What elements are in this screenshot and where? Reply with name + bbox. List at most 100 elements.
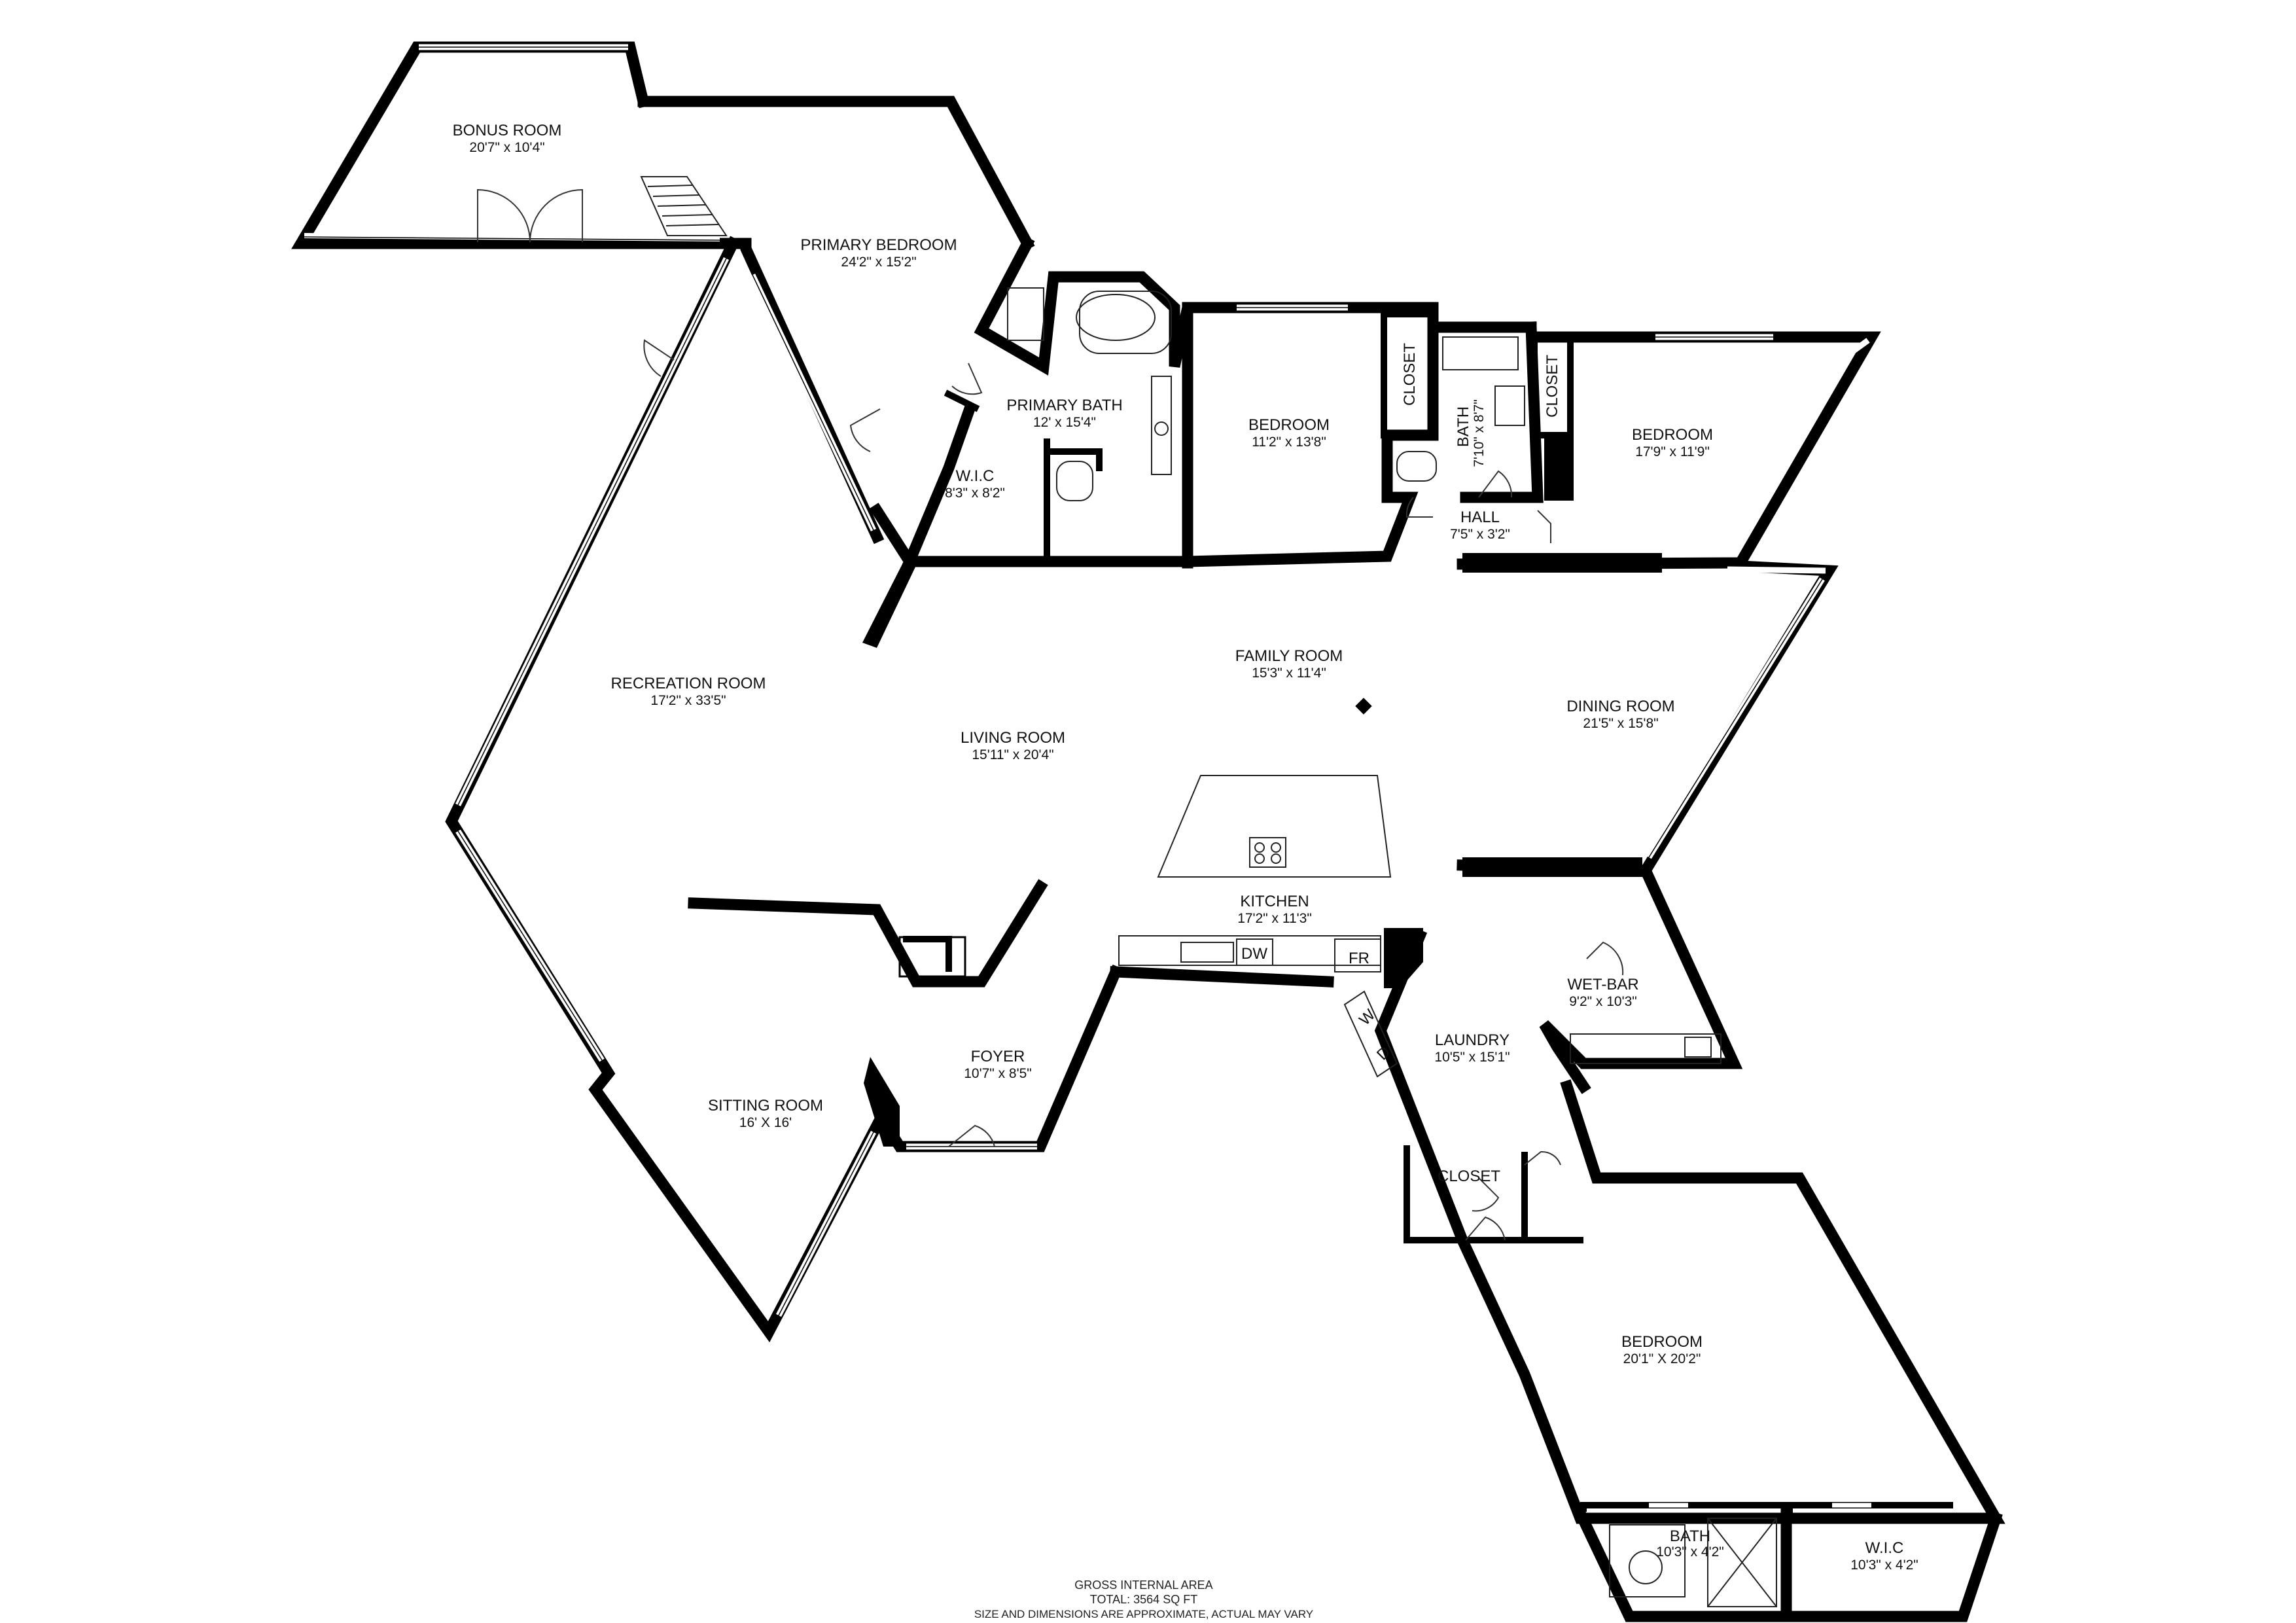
room-name: W.I.C xyxy=(1865,1539,1904,1557)
walls xyxy=(291,41,2005,1622)
burner xyxy=(1254,842,1265,853)
room-name: BATH xyxy=(1670,1527,1710,1545)
room-name: FAMILY ROOM xyxy=(1235,647,1343,665)
room-label-bonus-room: BONUS ROOM 20'7" x 10'4" xyxy=(453,122,562,155)
room-dims: 17'9" x 11'9" xyxy=(1635,444,1710,459)
room-name: BEDROOM xyxy=(1621,1333,1703,1351)
sink-lower xyxy=(1629,1550,1663,1584)
dishwasher-label: DW xyxy=(1241,945,1267,963)
room-name: LIVING ROOM xyxy=(961,729,1065,747)
window-bonus-bottom-line xyxy=(304,236,720,241)
room-name: PRIMARY BEDROOM xyxy=(800,236,957,254)
room-dims: 9'2" x 10'3" xyxy=(1569,994,1637,1009)
wall-bath-lower-top xyxy=(1580,1502,1953,1512)
bathtub xyxy=(1076,294,1156,341)
window-recreation-lower-line xyxy=(457,830,603,1061)
footer-gross-area: GROSS INTERNAL AREA xyxy=(1074,1578,1212,1592)
room-dims: 8'3" x 8'2" xyxy=(945,486,1005,501)
room-label-living-room: LIVING ROOM 15'11" x 20'4" xyxy=(961,729,1065,762)
window-primary-bed-line xyxy=(752,274,874,531)
doors xyxy=(477,188,1624,1241)
fixtures xyxy=(640,176,1777,1607)
room-dims: 17'2" x 11'3" xyxy=(1237,911,1312,926)
room-name: SITTING ROOM xyxy=(708,1097,823,1115)
closet-label-laundry: CLOSET xyxy=(1438,1168,1500,1185)
room-label-primary-bedroom: PRIMARY BEDROOM 24'2" x 15'2" xyxy=(800,236,957,270)
stair-tread xyxy=(665,224,719,226)
fixture-labels: CLOSET CLOSET CLOSET DW FR W D xyxy=(1241,343,1561,1185)
burner xyxy=(1271,853,1281,864)
cooktop xyxy=(1249,837,1286,868)
stair-tread xyxy=(662,214,713,217)
door-bonus-right xyxy=(529,188,583,243)
room-name: BEDROOM xyxy=(1248,416,1330,434)
wall-primary-bath xyxy=(974,236,1193,569)
footer-disclaimer: SIZE AND DIMENSIONS ARE APPROXIMATE, ACT… xyxy=(974,1608,1313,1620)
wall-hall-bath xyxy=(1427,321,1537,441)
wet-bar-counter xyxy=(1570,1033,1722,1064)
wall-living-pier xyxy=(862,563,917,648)
burner xyxy=(1254,853,1265,864)
vanity-lower xyxy=(1609,1524,1686,1597)
room-label-foyer: FOYER 10'7" x 8'5" xyxy=(964,1048,1032,1081)
fridge xyxy=(1334,938,1381,972)
windows xyxy=(304,44,1871,1508)
room-label-kitchen: KITCHEN 17'2" x 11'3" xyxy=(1237,893,1312,926)
closet-label-bedroom-3: CLOSET xyxy=(1544,355,1561,418)
door-bedroom-4 xyxy=(1472,1177,1500,1212)
kitchen-island xyxy=(1157,775,1392,878)
room-dims: 12' x 15'4" xyxy=(1033,415,1096,430)
shower-lower-x2 xyxy=(1707,1518,1777,1607)
window-dining-top xyxy=(1727,566,1826,574)
tub-surround xyxy=(1079,291,1172,354)
toilet-hall xyxy=(1396,451,1437,482)
room-label-family-room: FAMILY ROOM 15'3" x 11'4" xyxy=(1235,647,1343,681)
room-dims: 21'5" x 15'8" xyxy=(1583,716,1658,731)
wall-laundry xyxy=(1560,1079,2005,1524)
vanity-hall xyxy=(1494,385,1525,426)
window-sitting-line xyxy=(778,1132,874,1316)
room-label-recreation-room: RECREATION ROOM 17'2" x 33'5" xyxy=(611,675,766,708)
fridge-label: FR xyxy=(1349,950,1369,967)
footer-total: TOTAL: 3564 SQ FT xyxy=(1090,1593,1197,1606)
door-bath-hall xyxy=(1478,470,1513,498)
room-label-primary-bath: PRIMARY BATH 12' x 15'4" xyxy=(1006,397,1122,430)
wall-bonus-room xyxy=(291,41,739,249)
room-label-bedroom-4: BEDROOM 20'1" X 20'2" xyxy=(1621,1333,1703,1366)
wall-kitchen-bottom xyxy=(1110,966,1334,988)
room-dims: 10'5" x 15'1" xyxy=(1434,1050,1510,1065)
door-wic xyxy=(951,363,983,395)
room-dims: 15'11" x 20'4" xyxy=(972,747,1053,762)
window-bonus-bottom xyxy=(304,233,720,241)
room-label-wic-primary: W.I.C 8'3" x 8'2" xyxy=(945,467,1005,501)
wall-solid-hall xyxy=(1462,553,1662,573)
vanity-primary xyxy=(1151,376,1172,475)
door-hall-right xyxy=(1537,510,1551,543)
wall-wic-lower xyxy=(1780,1506,2003,1622)
window-laundry xyxy=(1345,993,1407,1114)
door-primary-bed xyxy=(849,408,881,452)
shower-lower xyxy=(1707,1518,1777,1607)
stairs xyxy=(640,176,728,236)
stair-tread xyxy=(652,194,699,197)
door-hall xyxy=(1405,497,1433,518)
wet-bar-sink xyxy=(1684,1037,1712,1058)
window-bedroom-3-corner xyxy=(1830,338,1870,369)
room-name: WET-BAR xyxy=(1567,976,1638,993)
room-name: FOYER xyxy=(971,1048,1025,1065)
room-label-wet-bar: WET-BAR 9'2" x 10'3" xyxy=(1567,976,1638,1009)
toilet-primary xyxy=(1056,461,1093,501)
stair-outline xyxy=(640,176,728,236)
room-label-wic-lower: W.I.C 10'3" x 4'2" xyxy=(1850,1539,1918,1573)
room-label-dining-room: DINING ROOM 21'5" x 15'8" xyxy=(1566,698,1674,731)
room-name: RECREATION ROOM xyxy=(611,675,766,692)
room-name: BONUS ROOM xyxy=(453,122,562,139)
room-name: BEDROOM xyxy=(1632,426,1713,444)
dishwasher xyxy=(1236,938,1273,966)
room-name: W.I.C xyxy=(956,467,995,485)
room-labels: BONUS ROOM 20'7" x 10'4" PRIMARY BEDROOM… xyxy=(453,122,1918,1573)
sink-primary xyxy=(1154,421,1169,436)
room-dims: 7'10" x 8'7" xyxy=(1472,399,1487,467)
bathtub-hall xyxy=(1442,336,1519,370)
